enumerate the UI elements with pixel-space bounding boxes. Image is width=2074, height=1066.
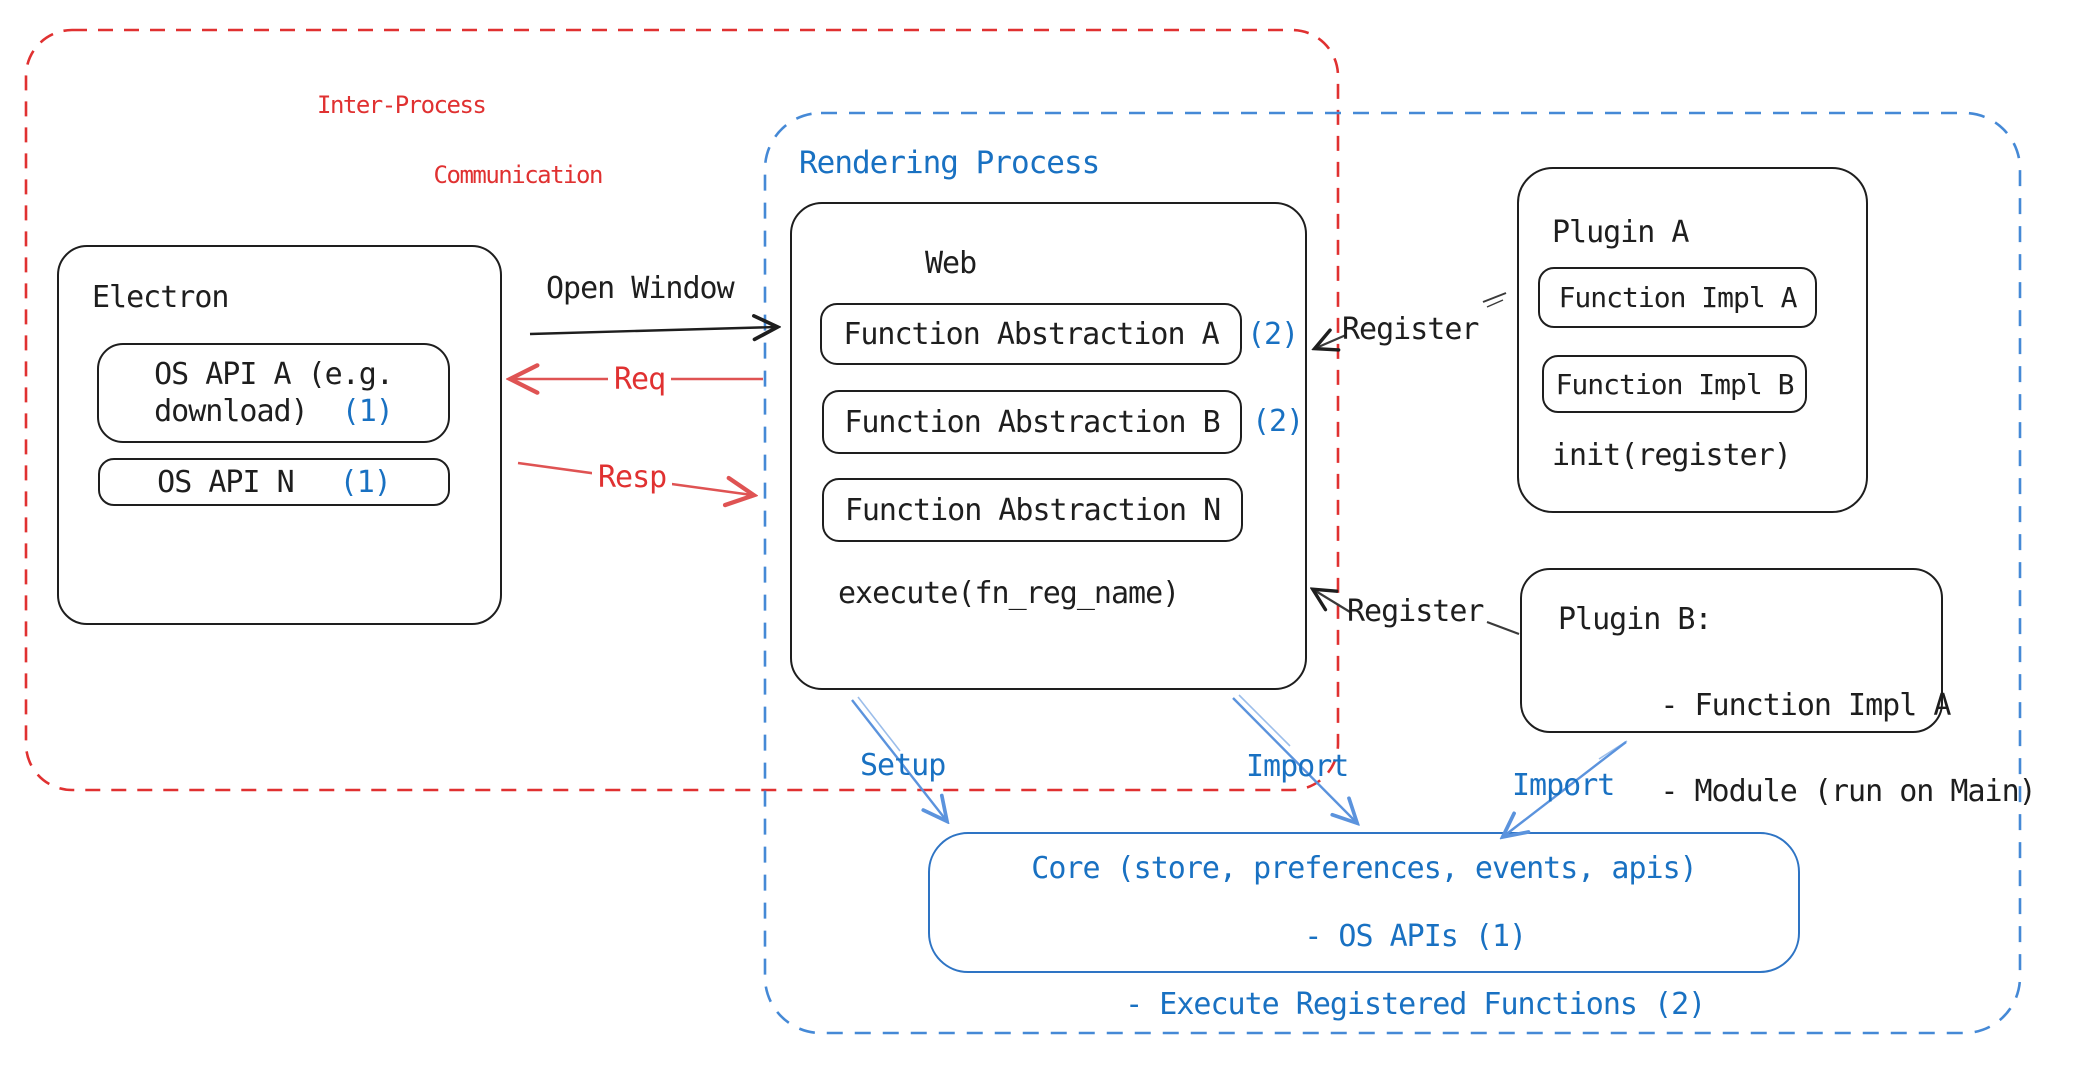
function-abstraction-n-label: Function Abstraction N xyxy=(844,492,1221,528)
os-api-n-ref: (1) xyxy=(339,464,392,500)
os-api-n-box: OS API N (1) xyxy=(98,458,450,506)
core-line2: - OS APIs (1) xyxy=(1304,919,1527,954)
electron-title: Electron xyxy=(92,280,229,315)
function-abstraction-b-label: Function Abstraction B xyxy=(844,404,1220,440)
os-api-n-label: OS API N xyxy=(157,464,294,500)
plugin-a-init-label: init(register) xyxy=(1552,438,1792,473)
ipc-label-line2: Communication xyxy=(433,161,604,189)
plugin-b-line2: - Function Impl A xyxy=(1660,688,1951,723)
function-impl-b-box: Function Impl B xyxy=(1542,355,1807,413)
plugin-b-line3: - Module (run on Main) xyxy=(1660,774,2036,809)
function-impl-b-label: Function Impl B xyxy=(1555,367,1795,401)
os-api-a-box: OS API A (e.g. download) (1) xyxy=(97,343,450,443)
core-text: Core (store, preferences, events, apis) … xyxy=(928,852,1800,1022)
os-api-a-line1: OS API A (e.g. xyxy=(154,357,394,392)
os-api-a-ref: (1) xyxy=(341,394,394,429)
function-impl-a-box: Function Impl A xyxy=(1538,267,1817,328)
function-abstraction-a-box: Function Abstraction A xyxy=(820,303,1242,365)
function-abstraction-b-box: Function Abstraction B xyxy=(822,390,1242,454)
plugin-a-title: Plugin A xyxy=(1552,215,1689,250)
core-line1: Core (store, preferences, events, apis) xyxy=(1031,851,1697,886)
rendering-region-label: Rendering Process xyxy=(799,145,1100,181)
core-line3: - Execute Registered Functions (2) xyxy=(1125,987,1706,1022)
ipc-label-line1: Inter-Process xyxy=(317,91,487,119)
os-api-a-line2: download) xyxy=(154,394,309,429)
function-abstraction-n-box: Function Abstraction N xyxy=(822,478,1243,542)
plugin-b-line1: Plugin B: xyxy=(1558,602,1713,637)
execute-call-label: execute(fn_reg_name) xyxy=(838,576,1180,611)
function-abstraction-a-label: Function Abstraction A xyxy=(843,316,1219,352)
function-abstraction-b-ref: (2) xyxy=(1252,404,1304,439)
ipc-region-label: Inter-Process Communication xyxy=(317,88,604,193)
web-title: Web xyxy=(925,246,977,281)
plugin-b-text: Plugin B: - Function Impl A - Module (ru… xyxy=(1558,598,2037,813)
function-abstraction-a-ref: (2) xyxy=(1247,317,1299,352)
function-impl-a-label: Function Impl A xyxy=(1558,281,1798,314)
